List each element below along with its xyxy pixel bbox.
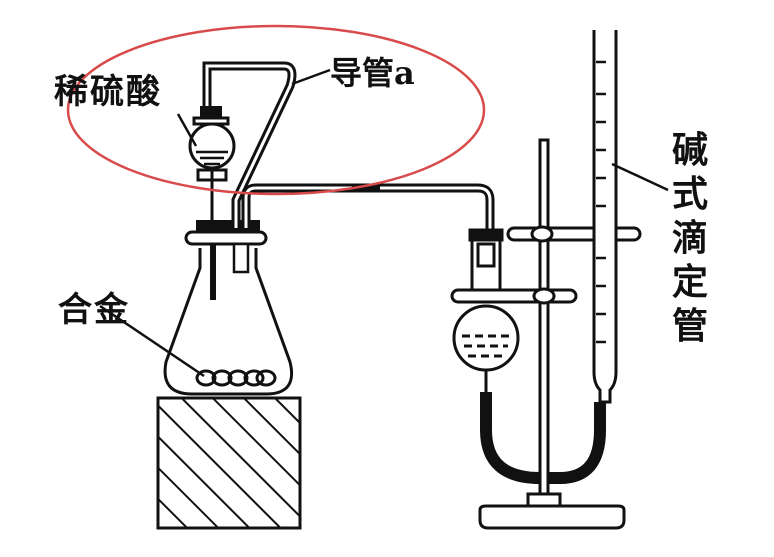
conical-flask — [163, 220, 293, 396]
highlight-ellipse — [66, 24, 486, 196]
separatory-funnel — [188, 61, 297, 228]
burette — [592, 30, 618, 404]
label-guide-tube: 导管a — [330, 54, 415, 92]
hatched-block — [156, 396, 302, 530]
label-alloy: 合金 — [58, 290, 130, 330]
leveling-bulb — [452, 228, 520, 392]
label-burette: 碱式滴定管 — [671, 129, 708, 347]
connecting-tube — [241, 183, 495, 230]
alloy-rings — [195, 369, 277, 387]
leader-lines — [99, 68, 669, 378]
label-dilute-acid: 稀硫酸 — [54, 72, 162, 112]
